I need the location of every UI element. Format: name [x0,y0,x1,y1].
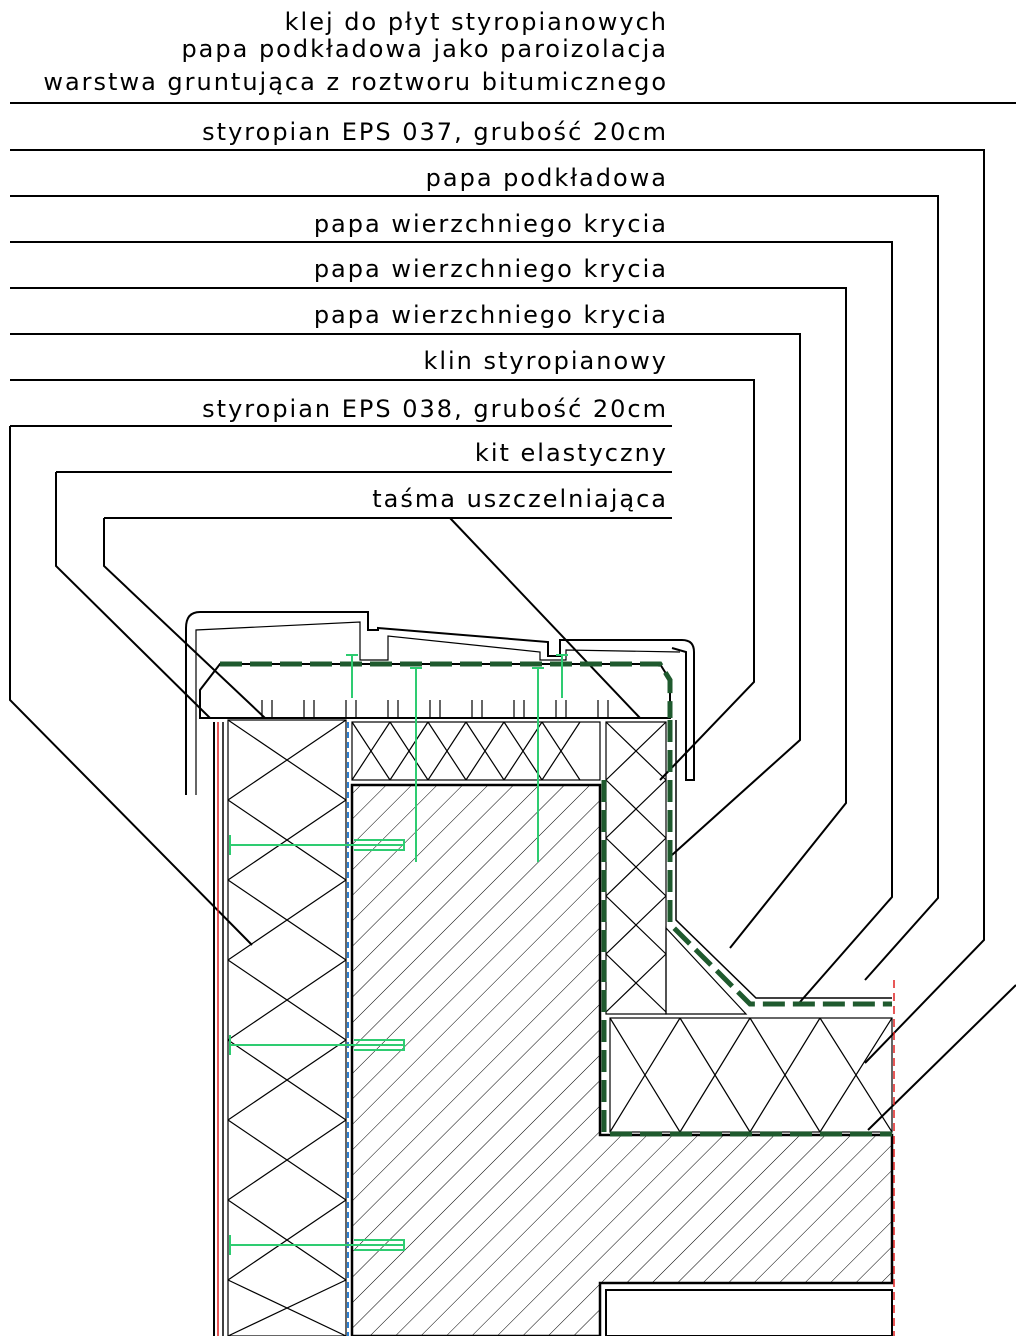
slab-underside-plaster [605,1289,893,1336]
label-eps-037: styropian EPS 037, grubość 20cm [202,118,668,146]
leader-top-2 [10,287,847,949]
label-primer: warstwa gruntująca z roztworu bitumiczne… [43,68,668,96]
eps-top-pattern [351,721,581,781]
anchor-bolt-2 [532,667,544,862]
label-top-membrane-1: papa wierzchniego krycia [314,210,668,238]
eps-parapet-inner [605,721,667,1015]
leader-eps-037 [10,149,985,1064]
anchor-3 [229,1235,405,1255]
cap-battens [261,700,609,719]
concrete-wall [350,783,894,1336]
top-membrane-upper [667,720,892,1007]
cap-screw-1 [346,654,358,698]
anchor-bolt-1 [410,667,422,862]
label-elastic-sealant: kit elastyczny [475,439,668,467]
eps-parapet-pattern [605,721,667,1013]
insulation [227,719,893,1336]
cap-screw-2 [556,654,568,698]
eps-top [351,721,601,781]
layer-labels: klej do płyt styropianowych papa podkład… [43,8,668,513]
top-membrane-outline [675,720,892,999]
eps-roof [609,1017,893,1133]
label-glue: klej do płyt styropianowych [285,8,668,36]
eps-wedge [665,926,748,1015]
cap-board [199,663,671,719]
facade-finish [213,722,349,1336]
cap-membrane [220,661,673,718]
label-eps-wedge: klin styropianowy [423,347,668,375]
concrete-structure [350,783,894,1336]
vapour-barrier-membrane [601,780,892,1137]
leader-top-3 [10,333,801,856]
leader-underlay [10,195,939,981]
anchor-1 [229,835,405,855]
flashing-inner [195,621,681,795]
eps-facade [227,719,347,1336]
label-vapour-barrier: papa podkładowa jako paroizolacja [181,35,668,63]
label-underlay-membrane: papa podkładowa [426,164,668,192]
label-top-membrane-3: papa wierzchniego krycia [314,301,668,329]
roof-membranes [601,720,892,1137]
leader-top-1 [10,241,893,1003]
leader-tape-c [449,517,641,719]
leader-eps-038-b [9,426,253,946]
leader-lines [9,102,1016,1131]
leader-extra [867,984,1016,1131]
leader-sealant-b [55,472,211,719]
fasteners [229,654,568,1255]
label-sealing-tape: taśma uszczelniająca [372,485,668,513]
label-eps-038: styropian EPS 038, grubość 20cm [202,395,668,423]
eps-facade-pattern [227,719,347,1336]
parapet-cap [185,611,695,795]
leader-tape-b [103,518,266,719]
leader-wedge [10,379,755,781]
metal-flashing [185,611,695,795]
label-top-membrane-2: papa wierzchniego krycia [314,255,668,283]
anchor-2 [229,1035,405,1055]
eps-roof-pattern [609,1017,893,1133]
